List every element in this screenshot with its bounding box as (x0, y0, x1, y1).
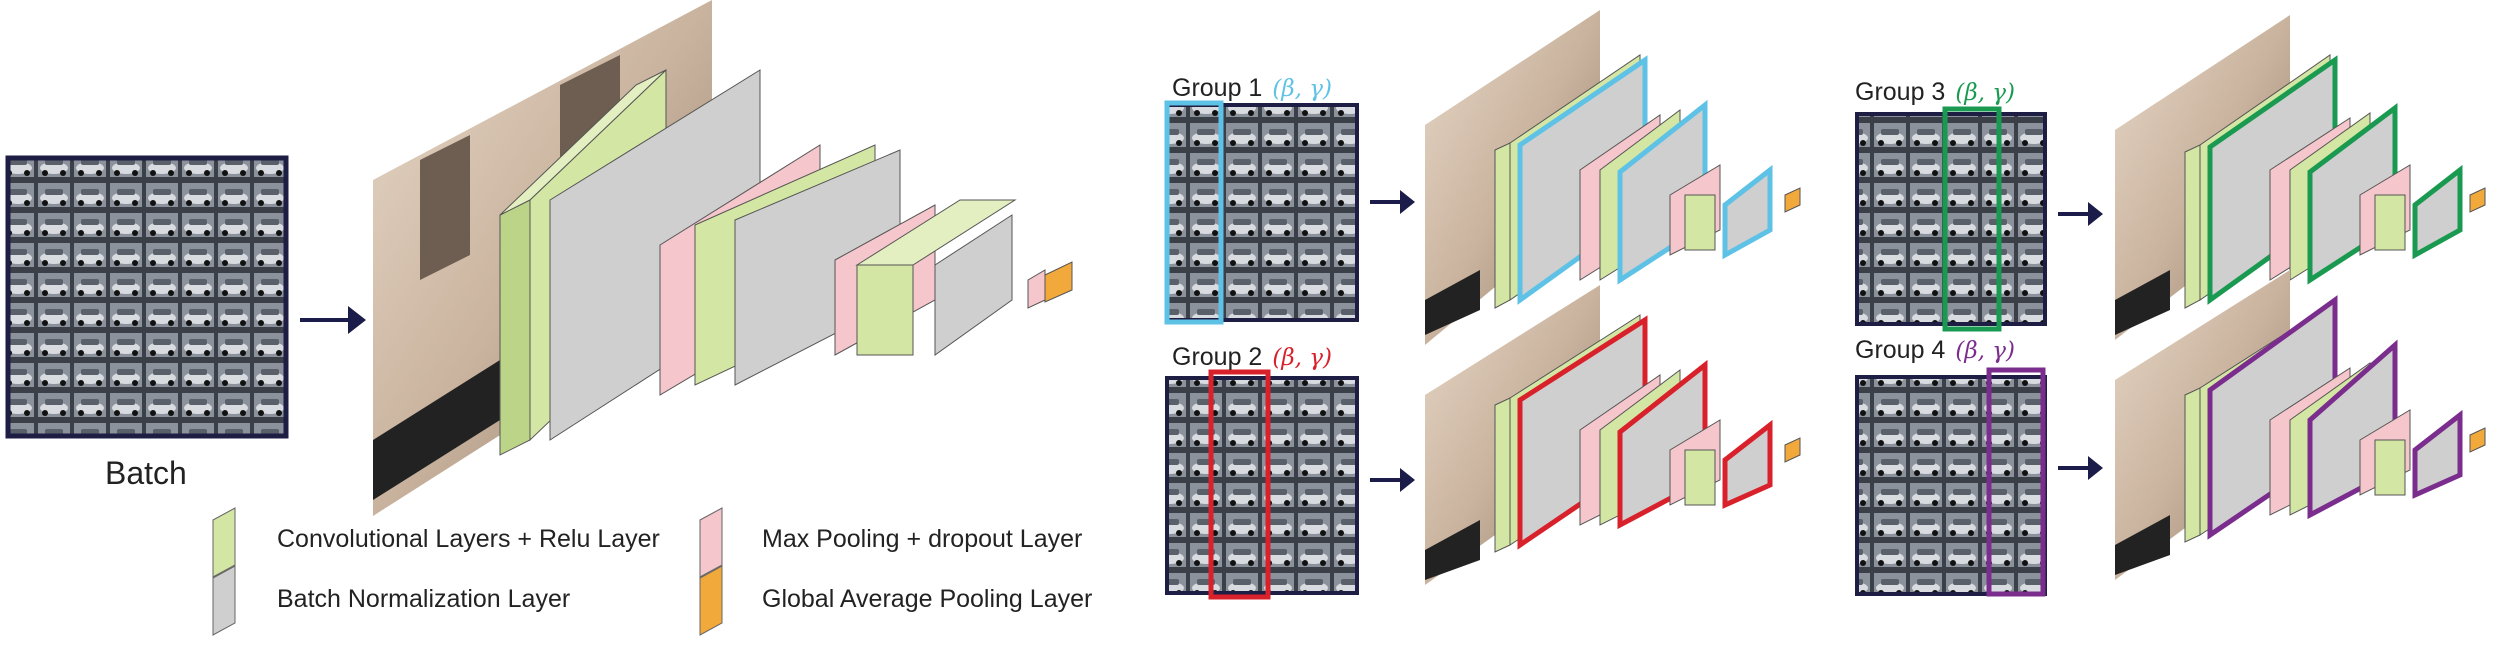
conv-block (1494, 142, 1511, 309)
group-2-panel (1165, 285, 1801, 600)
group-4-panel (1855, 270, 2486, 597)
gap-block (1784, 437, 1801, 463)
group-4-title: Group 4 (β, γ) (1855, 336, 2015, 365)
group-1-panel (1164, 10, 1801, 345)
group-3-param: (β, γ) (1955, 80, 2015, 106)
group-2-param: (β, γ) (1272, 345, 1332, 371)
bn-block (2412, 409, 2463, 499)
gap-block (2469, 427, 2486, 453)
gap-block (1044, 261, 1073, 303)
legend-pool-swatch (699, 507, 723, 578)
legend-conv-swatch (212, 507, 236, 578)
conv-block (2374, 439, 2406, 496)
bn-block (2412, 164, 2463, 260)
gap-block (1784, 187, 1801, 213)
group-1-highlight (1164, 100, 1224, 325)
group-1-title: Group 1 (β, γ) (1172, 74, 1332, 103)
arrow-right-icon (300, 306, 366, 334)
group-3-highlight (1942, 106, 2002, 332)
conv-block (694, 144, 901, 386)
bn-block (1722, 419, 1773, 509)
batch-label: Batch (105, 455, 187, 491)
bn-block (1722, 164, 1773, 260)
gap-block (2469, 187, 2486, 213)
arrow-right-icon (2058, 456, 2103, 480)
group-3-title: Group 3 (β, γ) (1855, 78, 2015, 107)
group-2-title: Group 2 (β, γ) (1172, 343, 1332, 372)
conv-block (499, 68, 761, 456)
legend-bn-label: Batch Normalization Layer (277, 585, 571, 613)
conv-block (1494, 397, 1511, 553)
pool-block (1027, 269, 1046, 309)
group-4-label: Group 4 (1855, 336, 1946, 364)
group-2-label: Group 2 (1172, 343, 1263, 371)
conv-block (855, 199, 1017, 356)
group-4-param: (β, γ) (1955, 338, 2015, 364)
group-2-highlight (1208, 369, 1271, 600)
arrow-right-icon (1370, 468, 1415, 492)
conv-block (2184, 144, 2201, 309)
conv-block (2374, 194, 2406, 251)
group-4-highlight (1986, 367, 2046, 597)
arrow-right-icon (1370, 190, 1415, 214)
batch-image-grid (5, 155, 289, 439)
group-3-panel (1855, 15, 2486, 340)
group-1-label: Group 1 (1172, 74, 1263, 102)
conv-block (1684, 449, 1716, 506)
group-3-label: Group 3 (1855, 78, 1946, 106)
legend-swatches (212, 507, 723, 636)
conv-block (1684, 194, 1716, 251)
legend-bn-swatch (212, 565, 236, 636)
legend-gap-swatch (699, 565, 723, 636)
arrow-right-icon (2058, 202, 2103, 226)
group-1-param: (β, γ) (1272, 76, 1332, 102)
legend-pool-label: Max Pooling + dropout Layer (762, 525, 1083, 553)
legend-conv-label: Convolutional Layers + Relu Layer (277, 525, 660, 553)
legend-gap-label: Global Average Pooling Layer (762, 585, 1093, 613)
conv-block (2184, 387, 2201, 543)
cnn-stack-main (499, 68, 1073, 456)
